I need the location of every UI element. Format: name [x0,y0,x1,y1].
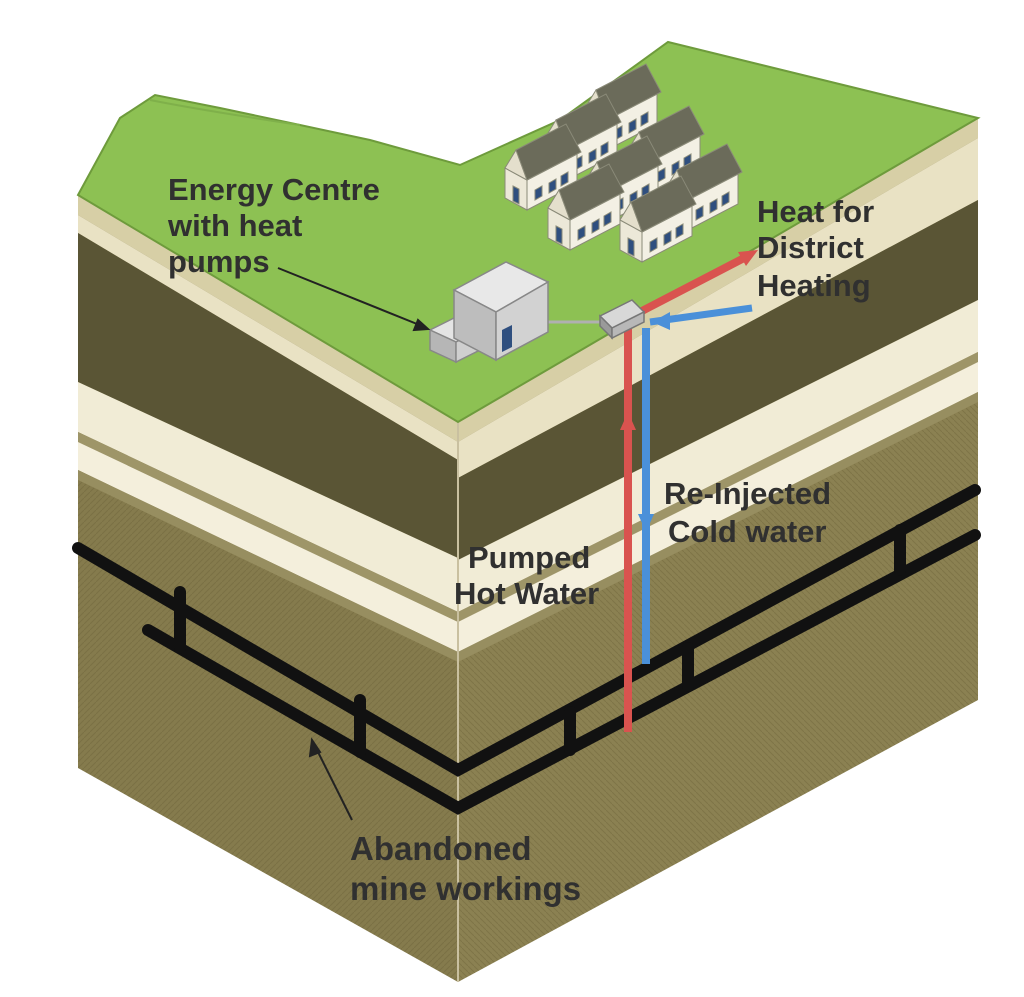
reinjected-line-1: Re-Injected [664,476,831,511]
abandoned-line-1: Abandoned [350,830,531,867]
layer-top-soil-left [78,195,458,442]
pumped-line-1: Pumped [468,540,590,575]
abandoned-line-2: mine workings [350,870,581,907]
label-reinjected: Re-Injected Cold water [664,476,831,549]
pumped-line-2: Hot Water [454,576,599,611]
label-abandoned: Abandoned mine workings [350,830,581,907]
label-pumped: Pumped Hot Water [454,540,599,611]
mine-tunnel-upper [72,484,981,777]
mine-workings [72,484,981,815]
layer-top-soil-right [458,138,978,478]
energy-centre-line-3: pumps [168,244,270,279]
house-icon [547,163,625,251]
label-heat-for-district: Heat for District Heating [757,194,874,303]
house-icon [504,123,582,211]
mine-workings-pointer [315,747,353,821]
pipes [548,250,758,732]
light-layer-right [458,300,978,612]
annotation-arrows [277,267,431,821]
houses-group [504,63,743,263]
wellhead-icon [598,299,646,340]
energy-centre-line-2: with heat [167,208,302,243]
label-energy-centre: Energy Centre with heat pumps [167,172,380,279]
grass-surface [76,40,981,424]
house-icon [619,175,697,263]
reinjected-line-2: Cold water [668,514,826,549]
dark-layer-right [458,200,978,560]
dark-layer-left [78,233,458,558]
hot-up-arrow [620,412,636,430]
heat-for-line-1: Heat for [757,194,874,229]
heat-for-line-2: District [757,230,864,265]
mine-tunnel-lower [142,529,981,815]
cold-down-arrow [638,514,654,532]
energy-centre-building-icon [428,261,550,364]
energy-centre-line-1: Energy Centre [168,172,380,207]
heat-for-line-3: Heating [757,268,871,303]
left-face-strata [78,195,458,982]
energy-centre-pointer [277,267,423,327]
hot-supply-pipe [638,252,750,316]
light-layer-left [78,382,458,612]
